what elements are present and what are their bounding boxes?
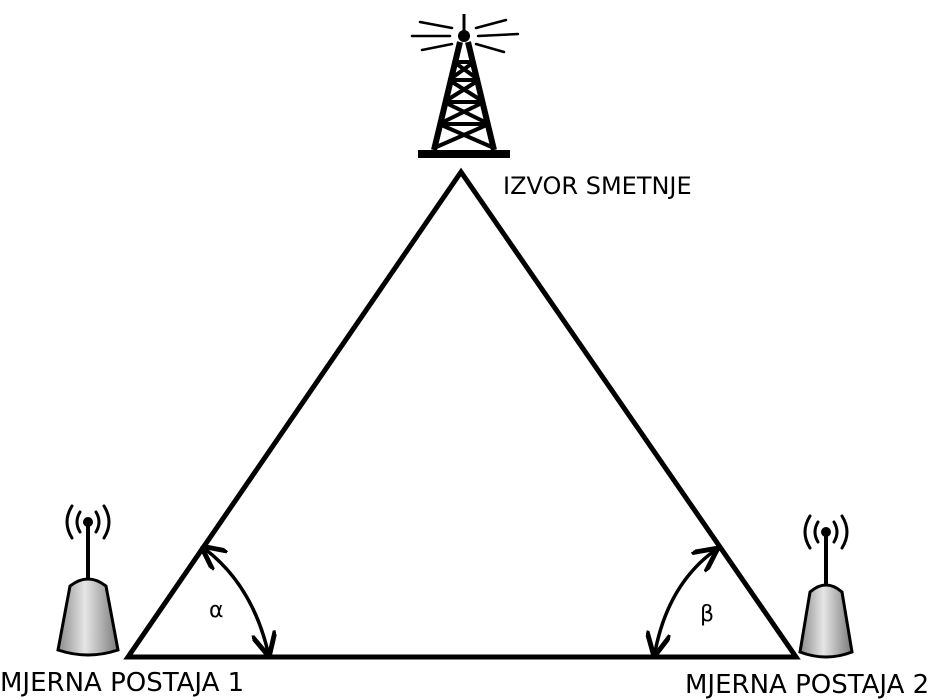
- triangle: [123, 167, 801, 660]
- angle-beta-label: β: [700, 602, 715, 627]
- angle-alpha-arc: [205, 549, 268, 652]
- station1-label: MJERNA POSTAJA 1: [0, 668, 245, 698]
- station2-label: MJERNA POSTAJA 2: [685, 670, 930, 700]
- angle-beta-arc: [655, 551, 714, 652]
- antenna-station-icon: [56, 504, 120, 657]
- angle-alpha-label: α: [209, 598, 224, 623]
- antenna-station-icon: [798, 514, 854, 659]
- source-label: IZVOR SMETNJE: [503, 172, 692, 200]
- radio-tower-icon: [410, 14, 520, 158]
